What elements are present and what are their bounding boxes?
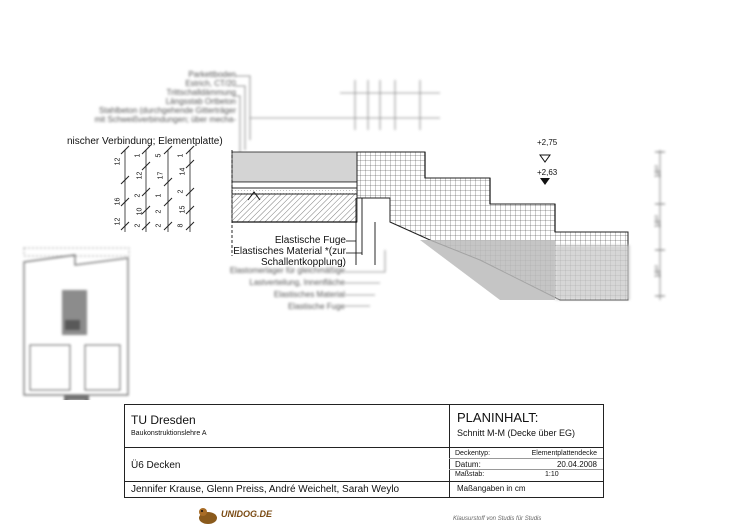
material-label: Stahlbeton (durchgehende Gitterträger bbox=[99, 106, 236, 115]
bottom-leader-lines bbox=[345, 250, 386, 307]
exercise-title: Ü6 Decken bbox=[131, 460, 181, 471]
dim-col-1: 12 16 12 bbox=[114, 150, 126, 232]
bottom-label: Lastverteilung, Innenfläche bbox=[249, 278, 345, 287]
left-dimension-lines bbox=[120, 145, 195, 232]
dim-value: 17 bbox=[157, 171, 165, 180]
level-label-upper: +2,75 bbox=[537, 138, 558, 147]
dim-value: 2 bbox=[177, 189, 185, 194]
department-name: Baukonstruktionslehre A bbox=[131, 430, 207, 437]
dim-col-3: 5 17 1 2 2 bbox=[155, 150, 169, 232]
field-key: Datum: bbox=[455, 460, 481, 469]
plan-heading: PLANINHALT: bbox=[457, 410, 539, 425]
dim-value: 12 bbox=[114, 157, 122, 166]
top-leader-lines bbox=[235, 75, 251, 160]
dim-value: 10 bbox=[136, 207, 144, 216]
material-label-continuation: nischer Verbindung; Elementplatte) bbox=[67, 136, 223, 147]
joint-label: Elastisches Material *(zur bbox=[233, 246, 346, 257]
dim-value: 2 bbox=[155, 223, 163, 228]
level-markers bbox=[539, 154, 551, 185]
dim-right-value: 18¹³ bbox=[654, 165, 662, 178]
field-value: 20.04.2008 bbox=[556, 460, 597, 469]
authors: Jennifer Krause, Glenn Preiss, André Wei… bbox=[131, 484, 400, 495]
dim-value: 12 bbox=[136, 171, 144, 180]
dim-value: 1 bbox=[177, 153, 185, 158]
bottom-label: Elastomerlager für gleichmäßige bbox=[229, 266, 345, 275]
dim-right-value: 18¹³ bbox=[654, 215, 662, 228]
level-label-lower: +2,63 bbox=[537, 168, 558, 177]
dim-value: 14 bbox=[179, 167, 187, 176]
field-key: Maßstab: bbox=[455, 471, 485, 478]
dim-value: 15 bbox=[179, 205, 187, 214]
material-label: mit Schweißverbindungen; über mecha- bbox=[94, 115, 236, 124]
joint-label: Elastische Fuge bbox=[274, 235, 346, 246]
material-label: Trittschalldämmung bbox=[166, 88, 236, 97]
dim-col-4: 1 14 2 15 8 bbox=[177, 150, 191, 232]
material-label: Längsstab Ortbeton bbox=[165, 97, 236, 106]
key-plan bbox=[23, 247, 130, 400]
plan-subtitle: Schnitt M-M (Decke über EG) bbox=[457, 428, 576, 438]
dim-value: 2 bbox=[134, 223, 142, 228]
title-block: TU Dresden Baukonstruktionslehre A Ü6 De… bbox=[124, 404, 604, 498]
dim-value: 1 bbox=[134, 153, 142, 158]
bottom-label-stack: Elastomerlager für gleichmäßige Lastvert… bbox=[190, 266, 345, 311]
title-block-divider bbox=[449, 405, 450, 497]
material-label-stack: Parkettboden Estrich, CT/20 Trittschalld… bbox=[46, 70, 236, 124]
field-value: 1:10 bbox=[545, 471, 559, 478]
floor-slab bbox=[231, 151, 358, 223]
dim-value: 1 bbox=[155, 193, 163, 198]
university-name: TU Dresden bbox=[131, 413, 196, 427]
field-key: Deckentyp: bbox=[455, 450, 491, 457]
unidog-logo: UNIDOG.DE bbox=[197, 506, 307, 526]
footer-note: Klausurstoff von Studis für Studis bbox=[453, 516, 542, 522]
measure-note: Maßangaben in cm bbox=[457, 484, 526, 493]
dim-value: 2 bbox=[134, 193, 142, 198]
right-dimension-line bbox=[655, 150, 665, 300]
bottom-label: Elastisches Material bbox=[273, 290, 345, 299]
joint-label-stack: Elastische Fuge Elastisches Material *(z… bbox=[222, 235, 346, 268]
dim-right-value: 18¹³ bbox=[654, 265, 662, 278]
dim-value: 2 bbox=[155, 209, 163, 214]
material-label: Estrich, CT/20 bbox=[185, 79, 236, 88]
logo-text: UNIDOG.DE bbox=[221, 509, 273, 519]
dim-value: 12 bbox=[114, 217, 122, 226]
top-dimension-line bbox=[250, 80, 440, 130]
joint-label: Schallentkopplung) bbox=[260, 257, 346, 268]
section-drawing bbox=[23, 75, 665, 400]
bottom-label: Elastische Fuge bbox=[288, 302, 345, 311]
dog-icon bbox=[199, 508, 217, 524]
dim-col-2: 1 12 2 10 2 bbox=[134, 150, 148, 232]
dim-value: 16 bbox=[114, 197, 122, 206]
material-label: Parkettboden bbox=[188, 70, 236, 79]
dim-value: 8 bbox=[177, 223, 185, 228]
dim-value: 5 bbox=[155, 153, 163, 158]
field-value: Elementplattendecke bbox=[531, 450, 597, 457]
